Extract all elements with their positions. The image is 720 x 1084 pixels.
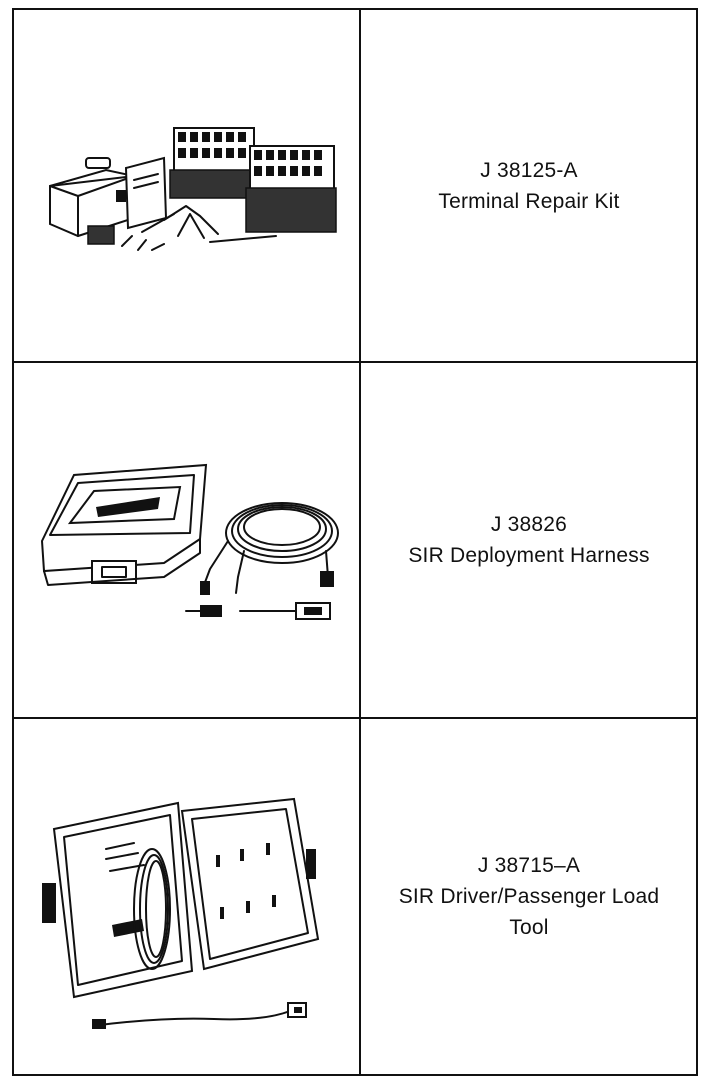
deployment-harness-illustration bbox=[14, 363, 358, 717]
tool-table bbox=[12, 8, 698, 1076]
tool-name-line2: Tool bbox=[509, 916, 549, 939]
row-divider bbox=[12, 361, 698, 363]
tool-name-line1: SIR Driver/Passenger Load bbox=[398, 885, 660, 908]
load-tool-illustration bbox=[14, 719, 358, 1074]
column-divider bbox=[359, 8, 361, 1076]
tool-name: SIR Deployment Harness bbox=[408, 544, 650, 567]
tool-name: Terminal Repair Kit bbox=[438, 189, 620, 213]
load-tool-label: J 38715–A SIR Driver/Passenger Load Tool bbox=[362, 719, 696, 1074]
tool-number: J 38826 bbox=[490, 513, 568, 536]
terminal-repair-kit-illustration bbox=[14, 10, 358, 361]
tool-number: J 38125-A bbox=[480, 158, 578, 182]
tool-number: J 38715–A bbox=[477, 854, 581, 877]
row-divider bbox=[12, 717, 698, 719]
terminal-repair-kit-label: J 38125-A Terminal Repair Kit bbox=[362, 10, 696, 361]
deployment-harness-label: J 38826 SIR Deployment Harness bbox=[362, 363, 696, 717]
